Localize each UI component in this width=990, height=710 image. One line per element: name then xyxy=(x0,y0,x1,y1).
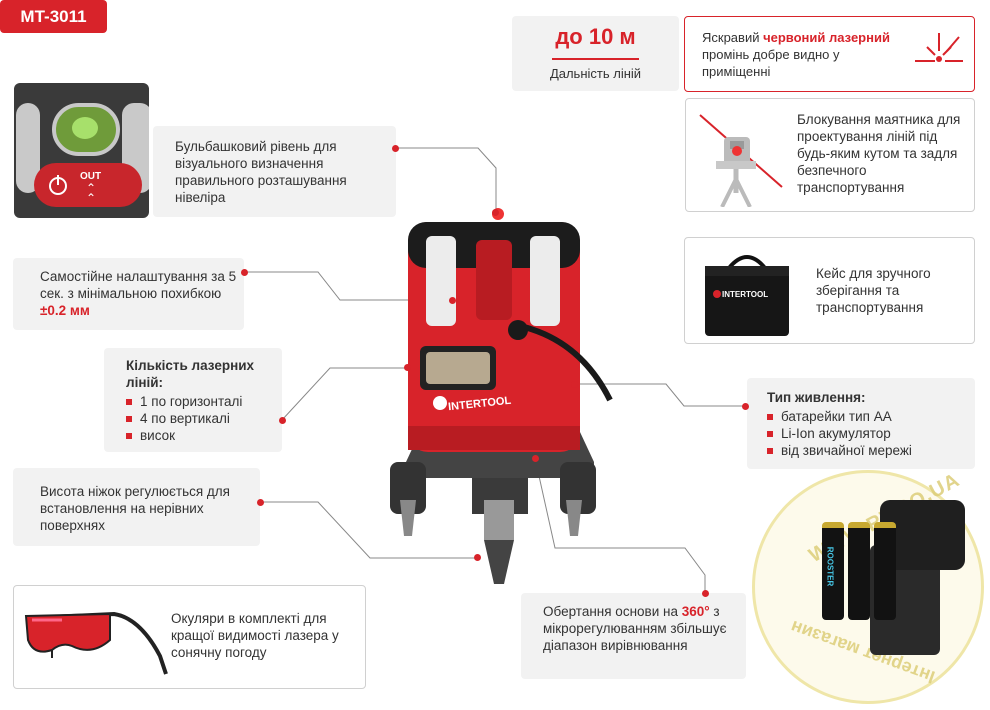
power-icon xyxy=(49,175,67,195)
glasses-text: Окуляри в комплекті для кращої видимості… xyxy=(171,611,339,660)
bubble-vial-icon xyxy=(52,103,120,156)
bubble-level-panel: Бульбашковий рівень для візуального визн… xyxy=(153,126,396,217)
self-leveling-text: Самостійне налаштування за 5 сек. з міні… xyxy=(40,269,237,301)
pendulum-text: Блокування маятника для проектування лін… xyxy=(797,112,961,195)
laser-level-device-image xyxy=(390,208,613,584)
callout-dot xyxy=(742,403,749,410)
aa-battery-1 xyxy=(822,522,844,620)
glasses-panel: Окуляри в комплекті для кращої видимості… xyxy=(13,585,366,689)
range-panel: до 10 м Дальність ліній xyxy=(512,16,679,91)
pendulum-tripod-icon xyxy=(699,114,783,207)
aa-battery-2 xyxy=(848,522,870,620)
pendulum-panel: Блокування маятника для проектування лін… xyxy=(685,98,975,212)
case-text: Кейс для зручного зберігання та транспор… xyxy=(816,266,931,315)
rotation-text-pre: Обертання основи на xyxy=(543,604,682,619)
power-title: Тип живлення: xyxy=(767,390,866,405)
laser-highlight: червоний лазерний xyxy=(763,30,890,45)
bag-brand-label: INTERTOOL xyxy=(722,290,769,299)
power-list: батарейки тип АА Li-Ion акумулятор від з… xyxy=(767,408,912,459)
legs-text: Висота ніжок регулюється для встановленн… xyxy=(40,484,230,533)
callout-dot xyxy=(532,455,539,462)
callout-dot xyxy=(392,145,399,152)
rotation-value: 360° xyxy=(681,604,710,619)
callout-dot xyxy=(571,381,578,388)
callout-dot xyxy=(702,590,709,597)
laser-beam-icon xyxy=(915,33,963,62)
power-panel: Тип живлення: батарейки тип АА Li-Ion ак… xyxy=(747,378,975,469)
list-item: від звичайної мережі xyxy=(767,442,912,459)
laser-text-post: промінь добре видно у приміщенні xyxy=(702,47,840,79)
range-label: Дальність ліній xyxy=(549,66,642,81)
keypad-closeup-image: OUT ⌃⌃ xyxy=(14,83,149,218)
aa-battery-3 xyxy=(874,522,896,620)
callout-dot xyxy=(404,364,411,371)
range-divider xyxy=(552,58,639,60)
callout-dot xyxy=(279,417,286,424)
accuracy-value: ±0.2 мм xyxy=(40,303,90,318)
model-badge: MT-3011 xyxy=(0,0,107,33)
laser-text-pre: Яскравий xyxy=(702,30,764,45)
laser-lines-panel: Кількість лазерних ліній: 1 по горизонта… xyxy=(104,348,282,452)
callout-dot xyxy=(474,554,481,561)
list-item: батарейки тип АА xyxy=(767,408,912,425)
power-button: OUT ⌃⌃ xyxy=(34,163,142,207)
callout-dot xyxy=(449,297,456,304)
callout-dot xyxy=(257,499,264,506)
list-item: 4 по вертикалі xyxy=(126,410,242,427)
laser-lines-title: Кількість лазерних ліній: xyxy=(126,358,255,390)
callout-dot xyxy=(492,209,499,216)
out-label: OUT xyxy=(80,171,102,182)
list-item: висок xyxy=(126,427,242,444)
range-value: до 10 м xyxy=(555,24,636,49)
self-leveling-panel: Самостійне налаштування за 5 сек. з міні… xyxy=(13,258,244,330)
list-item: 1 по горизонталі xyxy=(126,393,242,410)
list-item: Li-Ion акумулятор xyxy=(767,425,912,442)
rotation-text-post: з мікрорегулюванням збільшує діапазон ви… xyxy=(543,604,727,653)
laser-info-panel: Яскравий червоний лазерний промінь добре… xyxy=(684,16,975,92)
laser-lines-list: 1 по горизонталі 4 по вертикалі висок xyxy=(126,393,242,444)
legs-panel: Висота ніжок регулюється для встановленн… xyxy=(13,468,260,546)
battery-brand-label: ROOSTER xyxy=(825,546,835,587)
callout-dot xyxy=(241,269,248,276)
rotation-panel: Обертання основи на 360° з мікрорегулюва… xyxy=(521,593,746,679)
carry-bag-icon xyxy=(705,255,789,336)
safety-glasses-icon xyxy=(24,611,168,675)
bubble-level-text: Бульбашковий рівень для візуального визн… xyxy=(175,139,347,205)
case-panel: INTERTOOL Кейс для зручного зберігання т… xyxy=(684,237,975,344)
